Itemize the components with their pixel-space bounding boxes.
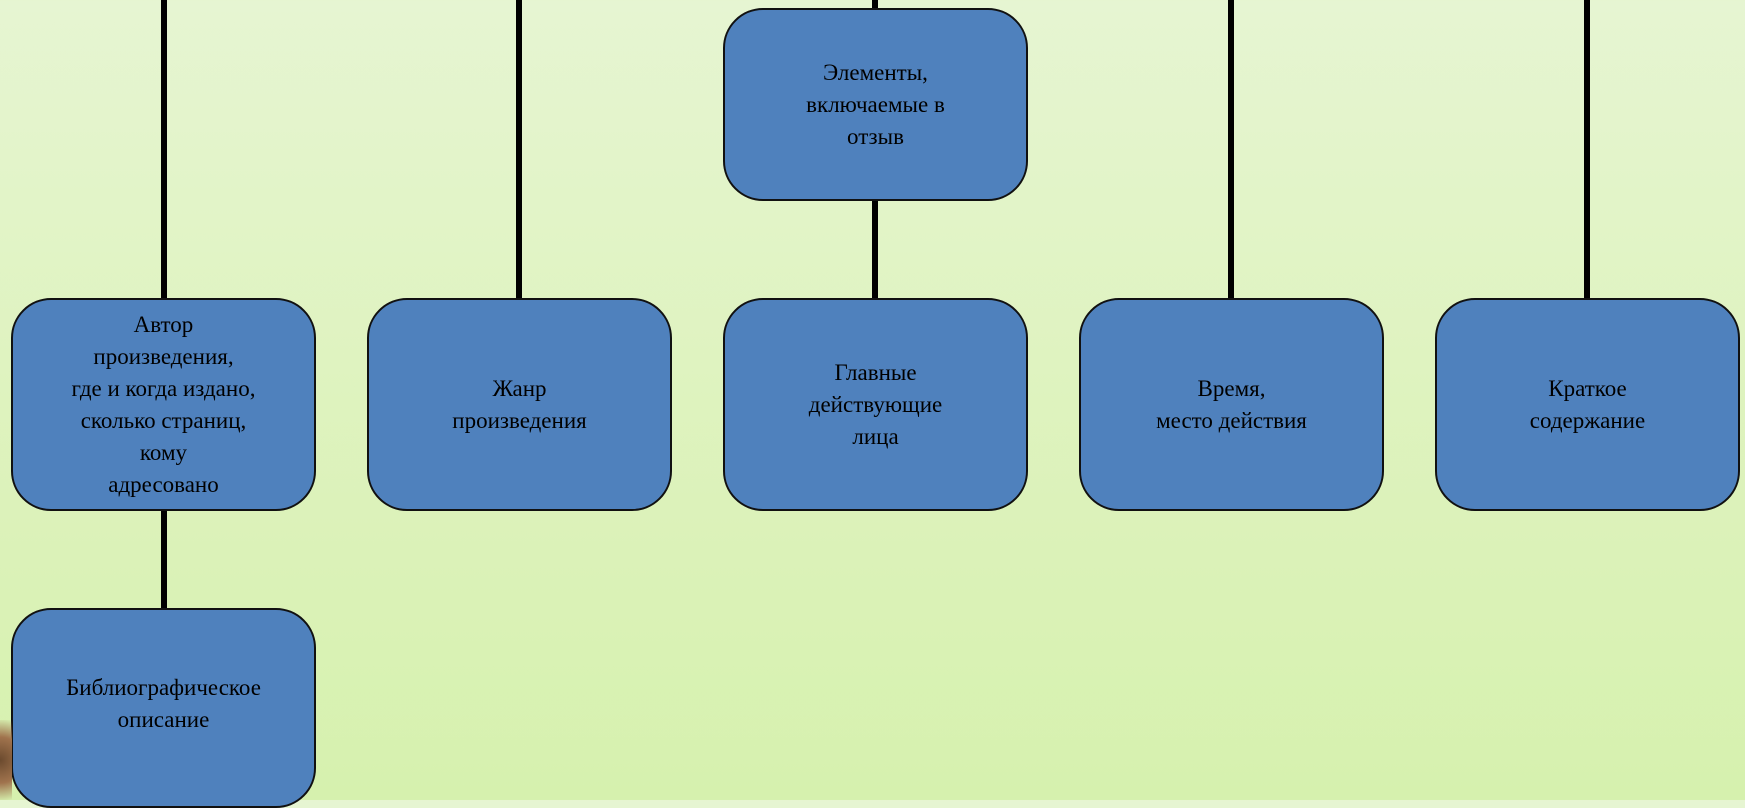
node-genre-label: Жанр произведения — [452, 375, 587, 433]
photo-fragment — [0, 720, 12, 800]
connector-root-to-characters — [872, 200, 878, 300]
root-node: Элементы, включаемые в отзыв — [723, 8, 1028, 201]
connector-author-up — [161, 0, 167, 300]
node-bibliography-label: Библиографическое описание — [66, 675, 261, 732]
node-author: Автор произведения, где и когда издано, … — [11, 298, 316, 511]
connector-author-to-bibliography — [161, 510, 167, 610]
connector-summary-up — [1584, 0, 1590, 300]
node-time-place: Время, место действия — [1079, 298, 1384, 511]
node-time-place-label: Время, место действия — [1156, 375, 1307, 433]
connector-genre-up — [516, 0, 522, 300]
connector-time-up — [1228, 0, 1234, 300]
node-summary: Краткое содержание — [1435, 298, 1740, 511]
node-genre: Жанр произведения — [367, 298, 672, 511]
node-author-label: Автор произведения, где и когда издано, … — [71, 311, 256, 497]
node-main-characters: Главные действующие лица — [723, 298, 1028, 511]
connector-root-up — [872, 0, 878, 10]
root-node-label: Элементы, включаемые в отзыв — [806, 59, 945, 149]
node-bibliography: Библиографическое описание — [11, 608, 316, 808]
node-summary-label: Краткое содержание — [1529, 375, 1646, 433]
node-main-characters-label: Главные действующие лица — [808, 359, 943, 449]
